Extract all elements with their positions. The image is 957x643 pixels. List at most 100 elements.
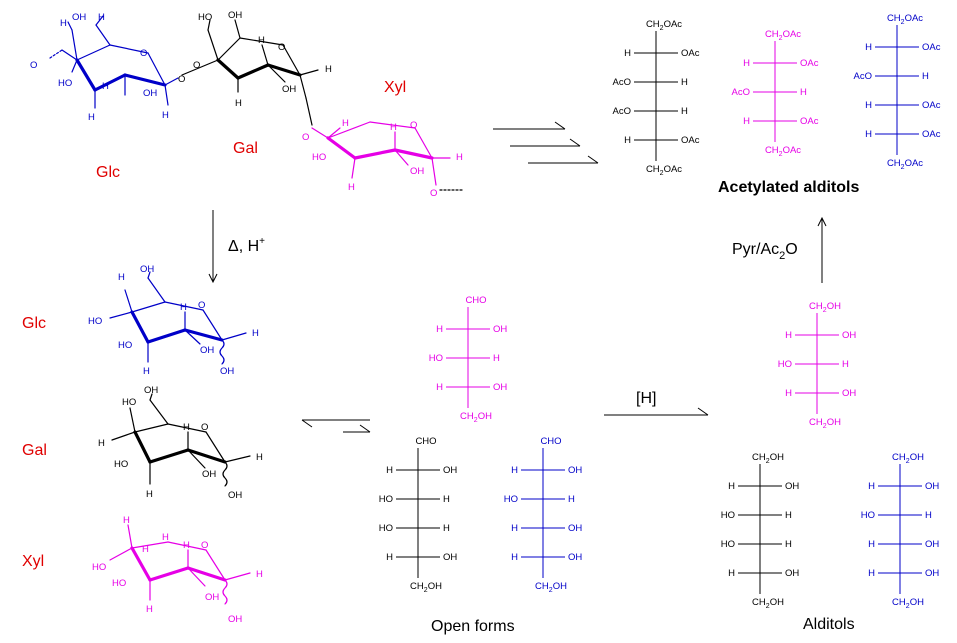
hydrolysis-conditions: Δ, H+: [228, 236, 265, 255]
xyl-h-label: H: [256, 569, 263, 580]
fischer-oac-label: OAc: [800, 116, 819, 127]
fischer-ho-label: HO: [721, 510, 735, 521]
acetylation-reagent: Pyr/Ac2O: [732, 241, 798, 262]
gal-h-label: H: [98, 438, 105, 449]
hydrolysis-step: Δ, H+: [213, 210, 265, 282]
polymer-gal-atoms: O HO OH O H H OH O H: [178, 10, 332, 109]
polymer-to-acetylated-arrows: [493, 121, 599, 164]
glc-h-label: H: [60, 18, 67, 29]
gal-o-label: O: [178, 74, 185, 85]
fischer-top-group: CHO: [540, 436, 561, 447]
fischer-h-label: H: [925, 510, 932, 521]
fischer-oh-label: OH: [842, 330, 856, 341]
fischer-oh-label: OH: [842, 388, 856, 399]
fischer-h-label: H: [865, 129, 872, 140]
xyl-ho-label: HO: [112, 578, 126, 589]
fischer-h-label: H: [443, 494, 450, 505]
xyl-h-label: H: [342, 118, 349, 129]
fischer-top-group: CH2OH: [809, 301, 841, 314]
fischer-oh-label: OH: [568, 552, 582, 563]
gal-oh-label: OH: [282, 84, 296, 95]
gal-ring-o-label: O: [278, 42, 285, 53]
glc-ho-label: HO: [118, 340, 132, 351]
gal-oh-label: OH: [202, 469, 216, 480]
fischer-h-label: H: [624, 48, 631, 59]
fischer-bottom-group: CH2OH: [809, 417, 841, 430]
fischer-h-label: H: [443, 523, 450, 534]
gal-h-label: H: [325, 64, 332, 75]
fischer-h-label: H: [511, 523, 518, 534]
xyl-o-label: O: [302, 132, 309, 143]
open-forms-caption: Open forms: [431, 618, 515, 635]
fischer-oac-label: OAc: [681, 135, 700, 146]
glc-oh-label: OH: [220, 366, 234, 377]
fischer-oh-label: OH: [785, 481, 799, 492]
fischer-ho-label: HO: [778, 359, 792, 370]
gal-h-label: H: [183, 422, 190, 433]
monomer-xyl-label: Xyl: [22, 553, 44, 570]
monomer-gal-label: Gal: [22, 442, 47, 459]
fischer-h-label: H: [436, 382, 443, 393]
gal-h-label: H: [146, 489, 153, 500]
fischer-h-label: H: [624, 135, 631, 146]
gal-h-label: H: [258, 35, 265, 46]
gal-o-label: O: [193, 60, 200, 71]
fischer-ho-label: HO: [504, 494, 518, 505]
fischer-h-label: H: [511, 465, 518, 476]
fischer-top-group: CHO: [465, 295, 486, 306]
glc-oh-label: OH: [72, 12, 86, 23]
glc-h-label: H: [162, 110, 169, 121]
polymer-glc-ring: [49, 15, 179, 109]
glc-oh-label: OH: [143, 88, 157, 99]
glc-ring-o-label: O: [198, 300, 205, 311]
fischer-bottom-group: CH2OH: [892, 597, 924, 610]
fischer-top-group: CH2OH: [892, 452, 924, 465]
xyl-ho-label: HO: [312, 152, 326, 163]
fischer-h-label: H: [681, 77, 688, 88]
fischer-bottom-group: CH2OAc: [765, 145, 801, 158]
glc-ring-o-label: O: [30, 60, 37, 71]
fischer-ho-label: HO: [379, 523, 393, 534]
fischer-h-label: H: [743, 58, 750, 69]
xyl-oh-label: OH: [410, 166, 424, 177]
fischer-h-label: H: [568, 494, 575, 505]
fischer-oac-label: OAc: [681, 48, 700, 59]
fischer-oh-label: OH: [925, 568, 939, 579]
fischer-oac-label: OAc: [800, 58, 819, 69]
gal-ho-label: HO: [198, 12, 212, 23]
fischer-oh-label: OH: [925, 539, 939, 550]
glc-ho-label: HO: [88, 316, 102, 327]
fischer-oh-label: OH: [493, 324, 507, 335]
acetylation-step: Pyr/Ac2O: [732, 218, 822, 283]
xyl-h-label: H: [348, 182, 355, 193]
reduction-label: [H]: [636, 390, 656, 407]
fischer-oac-label: OAc: [922, 42, 941, 53]
fischer-bottom-group: CH2OH: [535, 581, 567, 594]
fischer-h-label: H: [386, 465, 393, 476]
xyl-h-label: H: [456, 152, 463, 163]
fischer-top-group: CH2OAc: [887, 13, 923, 26]
fischer-h-label: H: [868, 539, 875, 550]
xyl-h-label: H: [390, 122, 397, 133]
glc-h-label: H: [252, 328, 259, 339]
monomer-gal: HO OH H HO H OH H O H OH Gal: [22, 385, 263, 501]
gal-ho-label: HO: [114, 459, 128, 470]
fischer-h-label: H: [436, 324, 443, 335]
glc-h-label: H: [143, 366, 150, 377]
glc-oh-label: OH: [140, 264, 154, 275]
xyl-h-label: H: [162, 532, 169, 543]
xyl-oh-label: OH: [228, 614, 242, 625]
fischer-h-label: H: [511, 552, 518, 563]
fischer-aco-label: AcO: [613, 106, 631, 117]
fischer-h-label: H: [842, 359, 849, 370]
fischer-ho-label: HO: [861, 510, 875, 521]
fischer-oh-label: OH: [785, 568, 799, 579]
fischer-aco-label: AcO: [732, 87, 750, 98]
glc-h-label: H: [98, 12, 105, 23]
xyl-ring-o-label: O: [201, 540, 208, 551]
fischer-h-label: H: [681, 106, 688, 117]
xyl-oh-label: OH: [205, 592, 219, 603]
reduction-step: [H]: [604, 390, 709, 416]
glc-h-label: H: [118, 272, 125, 283]
